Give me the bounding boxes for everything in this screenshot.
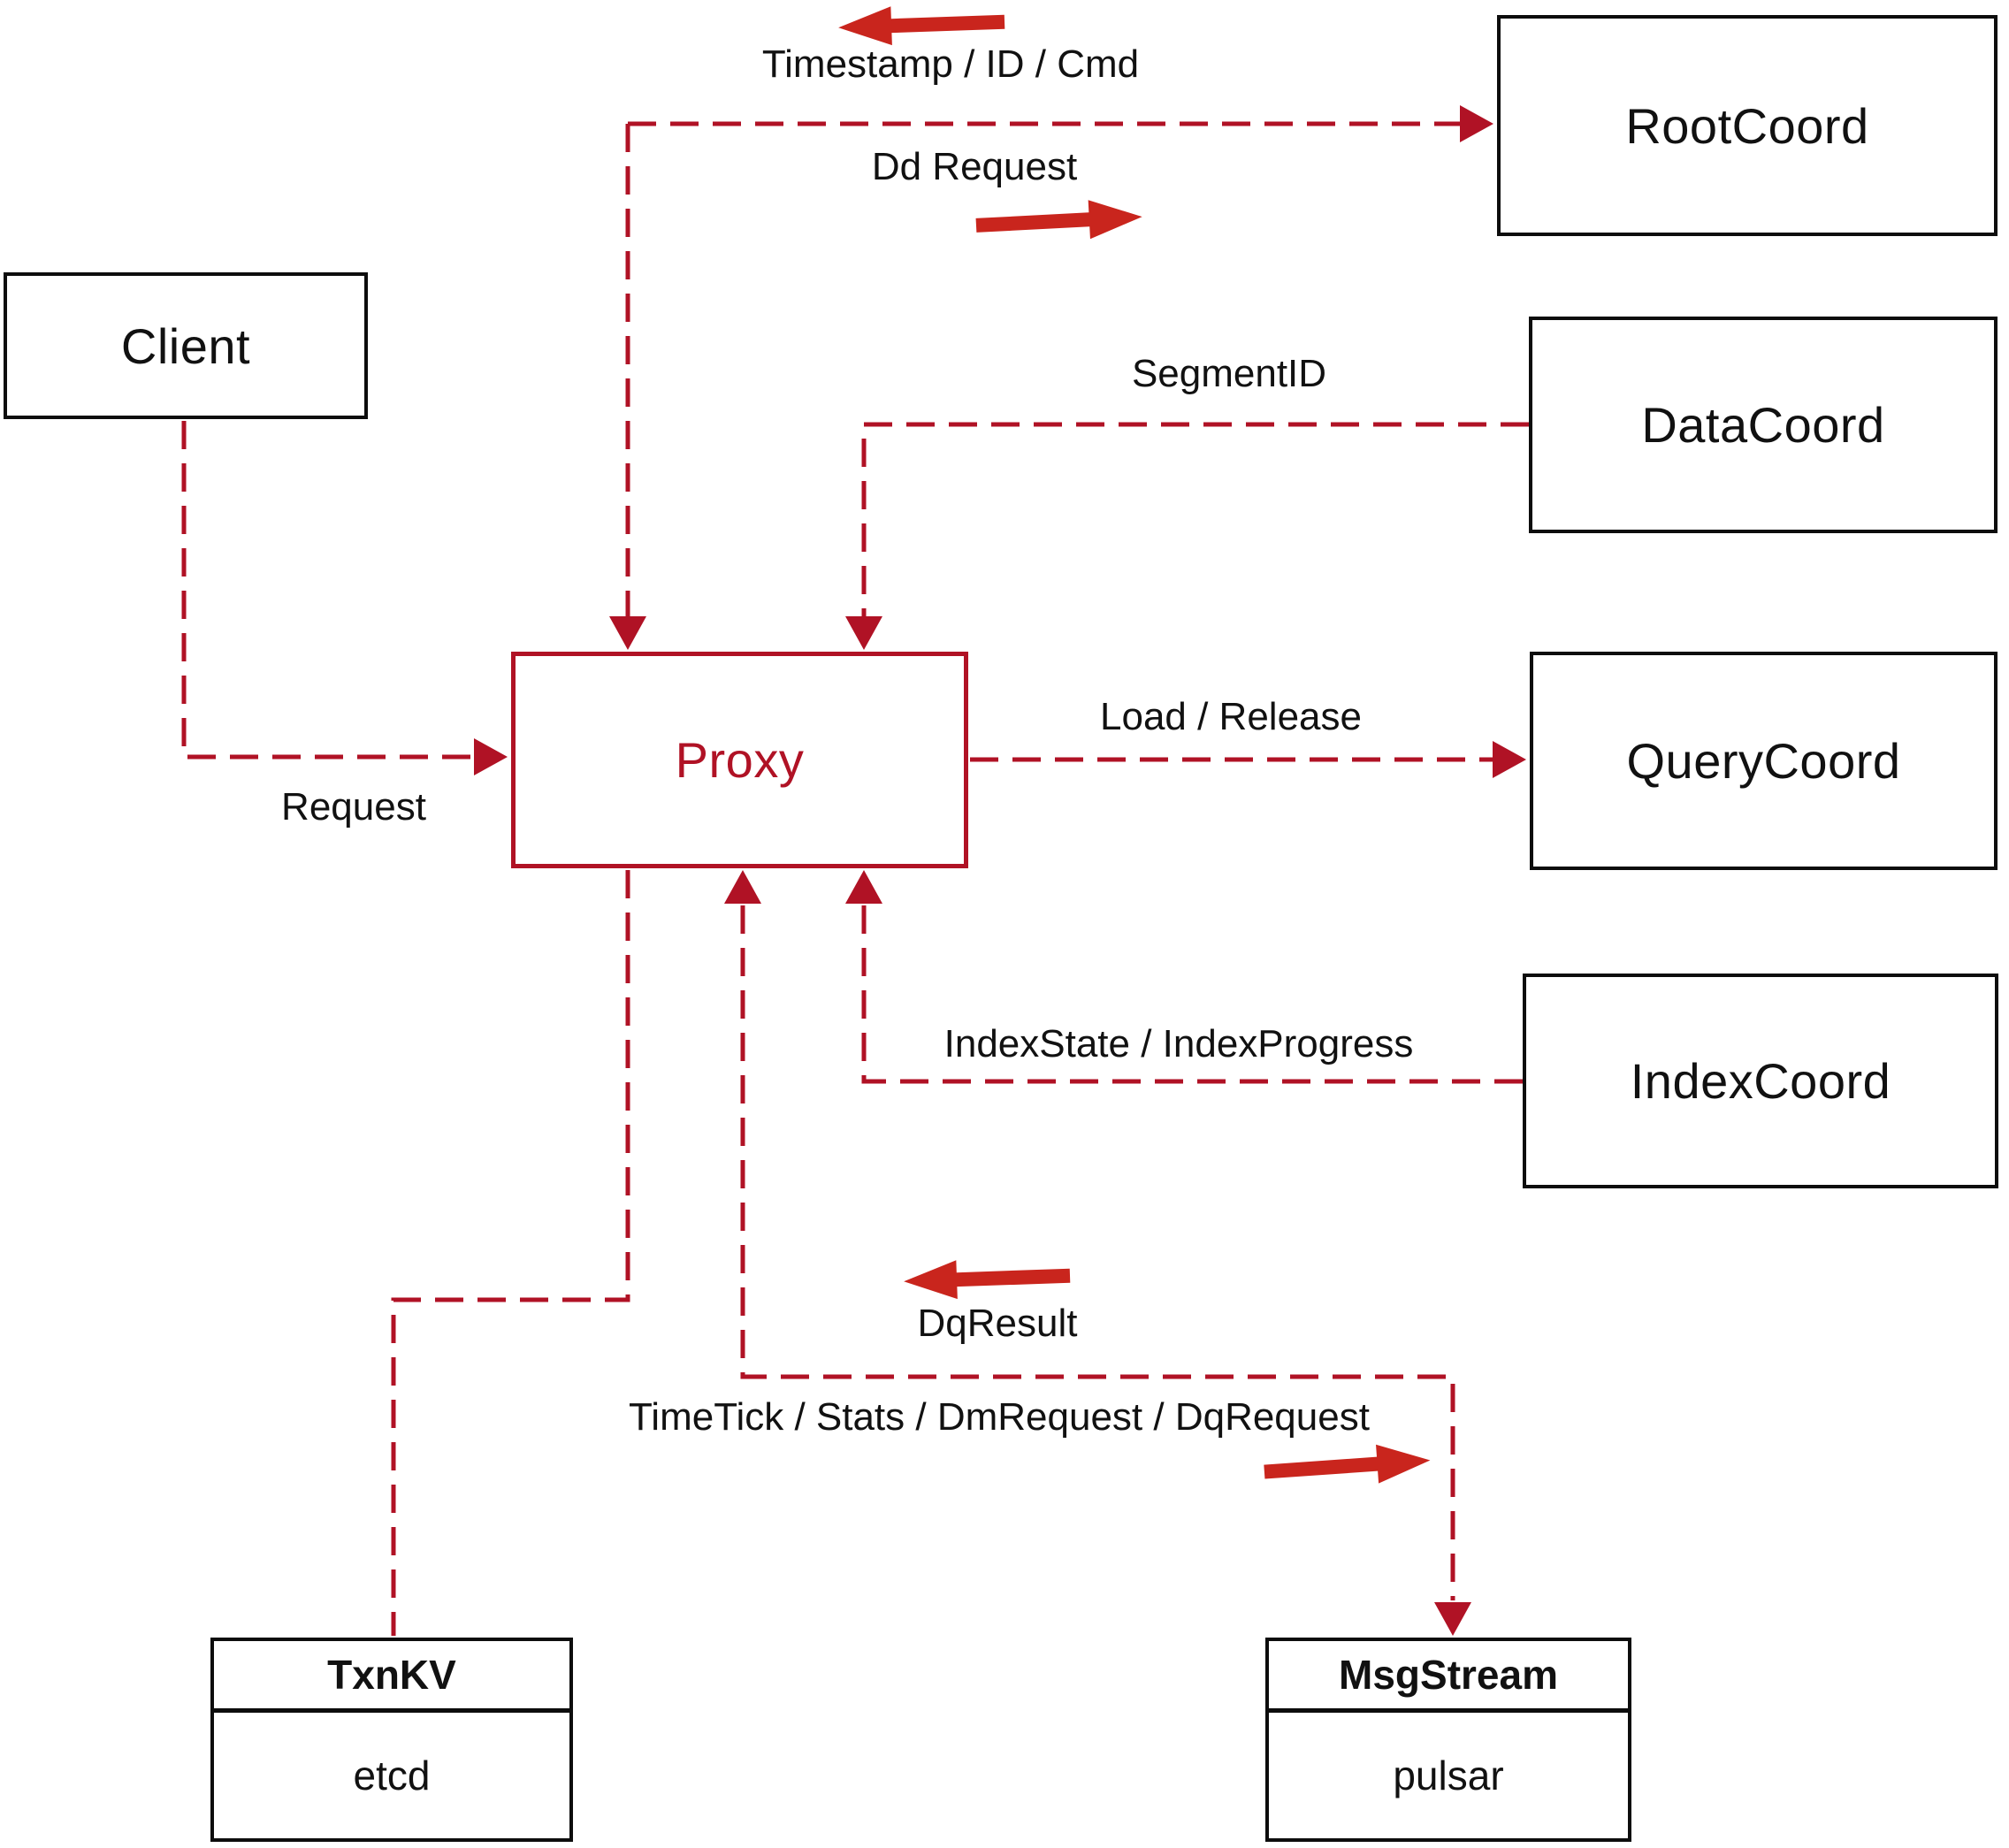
edge-label-index-state-progress: IndexState / IndexProgress [943, 1022, 1414, 1065]
arrowhead-into-proxy-bottom-from-indexcoord [845, 870, 882, 904]
rootcoord-node: RootCoord [1497, 15, 1998, 236]
arrowhead-into-querycoord [1493, 741, 1526, 778]
arrowhead-into-rootcoord [1460, 105, 1493, 142]
txnkv-impl-label: etcd [353, 1753, 431, 1798]
client-node: Client [4, 272, 368, 419]
arrowhead-into-proxy-left [474, 738, 508, 775]
flow-right-arrow-icon-timetick [1264, 1444, 1431, 1484]
proxy-label: Proxy [675, 732, 805, 788]
proxy-node: Proxy [511, 652, 968, 868]
msgstream-impl-label: pulsar [1393, 1753, 1504, 1798]
client-label: Client [120, 317, 251, 374]
edge-label-dd-request: Dd Request [871, 145, 1078, 188]
txnkv-title: TxnKV [214, 1641, 569, 1713]
msgstream-title: MsgStream [1269, 1641, 1628, 1713]
arrowhead-into-proxy-top-from-datacoord [845, 616, 882, 650]
edge-label-segment-id: SegmentID [1131, 352, 1327, 395]
flow-left-arrow-icon-timestamp [838, 6, 1005, 46]
msgstream-node: MsgStream pulsar [1265, 1638, 1631, 1842]
client-to-proxy-connector [181, 421, 474, 760]
flow-left-arrow-icon-dq-result [904, 1260, 1071, 1300]
proxy-to-txnkv-connector [391, 870, 630, 1636]
indexcoord-node: IndexCoord [1523, 974, 1998, 1188]
querycoord-label: QueryCoord [1626, 733, 1901, 789]
arrowhead-into-proxy-bottom-from-msgstream [724, 870, 761, 904]
edge-label-timetick-stats: TimeTick / Stats / DmRequest / DqRequest [629, 1395, 1370, 1439]
querycoord-node: QueryCoord [1530, 652, 1998, 870]
datacoord-to-proxy-connector [861, 422, 1529, 617]
datacoord-label: DataCoord [1641, 397, 1885, 453]
arrowhead-into-proxy-top-from-rootcoord [609, 616, 646, 650]
edge-label-load-release: Load / Release [1100, 695, 1362, 738]
edge-label-dq-result: DqResult [917, 1302, 1078, 1345]
proxy-msgstream-connector [740, 905, 1455, 1600]
flow-right-arrow-icon-dd-request [975, 200, 1142, 240]
indexcoord-label: IndexCoord [1630, 1053, 1891, 1109]
edge-label-request: Request [281, 785, 426, 829]
datacoord-node: DataCoord [1529, 317, 1998, 533]
arrowhead-into-msgstream [1434, 1602, 1471, 1636]
edge-label-timestamp-id-cmd: Timestamp / ID / Cmd [761, 42, 1140, 86]
txnkv-node: TxnKV etcd [210, 1638, 573, 1842]
rootcoord-label: RootCoord [1625, 97, 1869, 154]
